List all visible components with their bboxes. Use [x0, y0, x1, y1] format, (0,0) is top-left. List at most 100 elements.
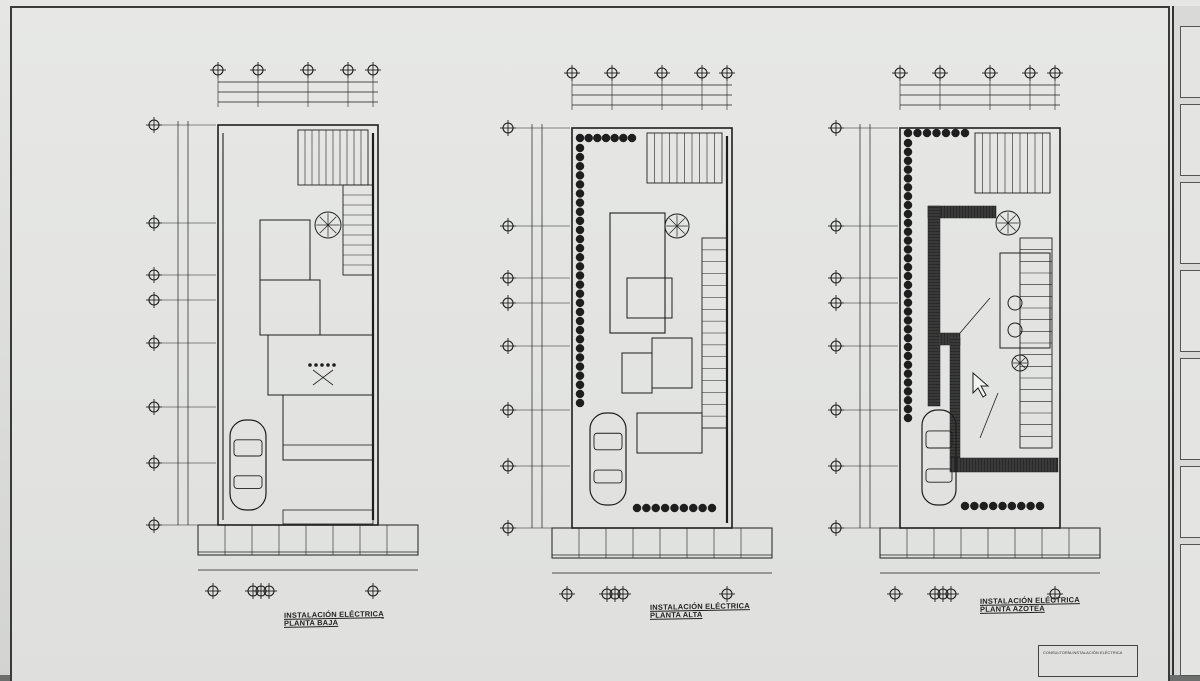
grid-axis-marker — [500, 338, 516, 354]
hedge-shrub — [651, 503, 660, 513]
sidewalk-strip — [551, 527, 773, 559]
car-windshield — [925, 430, 953, 449]
hedge-shrub — [913, 128, 922, 138]
hedge-shrub — [903, 156, 913, 165]
title-block: CONSULTORÍA INSTALACIÓN ELÉCTRICA — [1038, 645, 1138, 677]
hedge-shrub — [960, 128, 970, 138]
hedge-shrub — [575, 180, 585, 189]
hedge-shrub — [575, 316, 585, 326]
hedge-shrub — [903, 378, 913, 387]
light-fixture-icon — [308, 363, 312, 367]
hedge-shrub — [903, 218, 913, 228]
grid-axis-marker — [943, 586, 959, 602]
hedge-planting — [903, 128, 970, 138]
panel-cell[interactable] — [1180, 358, 1200, 460]
hedge-shrub — [903, 342, 913, 352]
hedge-shrub — [903, 351, 913, 361]
water-tank-area — [999, 252, 1051, 349]
hedge-shrub — [1017, 501, 1026, 511]
hedge-shrub — [903, 262, 913, 272]
hedge-shrub — [670, 503, 679, 513]
hedge-shrub — [903, 289, 913, 299]
grid-axis-marker — [365, 583, 381, 599]
room-outline — [259, 219, 311, 281]
mouse-pointer-icon — [972, 371, 990, 398]
tree-canopy — [664, 213, 690, 239]
hedge-shrub — [941, 128, 951, 138]
car-rear-window — [593, 469, 623, 484]
hedge-shrub — [903, 280, 913, 290]
hedge-shrub — [575, 371, 585, 380]
hedge-shrub — [998, 501, 1007, 511]
grid-axis-marker — [559, 586, 575, 602]
panel-cell[interactable] — [1180, 466, 1200, 538]
hedge-shrub — [903, 298, 913, 307]
hedge-shrub — [903, 413, 913, 423]
hedge-shrub — [575, 298, 585, 308]
hedge-shrub — [575, 143, 585, 153]
hatched-parapet — [927, 205, 941, 407]
grid-axis-marker — [604, 65, 620, 81]
hedge-shrub — [903, 245, 913, 254]
hedge-shrub — [575, 216, 585, 226]
hedge-shrub — [903, 191, 913, 201]
room-outline — [636, 412, 703, 454]
hedge-shrub — [575, 280, 585, 289]
grid-axis-marker — [828, 270, 844, 286]
grid-axis-marker — [828, 520, 844, 536]
grid-axis-marker — [828, 338, 844, 354]
panel-cell[interactable] — [1180, 182, 1200, 264]
hedge-shrub — [903, 183, 913, 192]
hedge-shrub — [903, 138, 913, 148]
hedge-shrub — [903, 254, 913, 263]
tree-canopy — [995, 210, 1021, 236]
panel-cell[interactable] — [1180, 544, 1200, 676]
grid-axis-marker — [261, 583, 277, 599]
stair-run — [701, 237, 728, 429]
hedge-shrub — [903, 209, 913, 219]
stair-run — [974, 132, 1051, 194]
car-body — [229, 419, 267, 511]
hedge-shrub — [903, 333, 913, 343]
car-body — [921, 409, 957, 506]
grid-axis-marker — [932, 65, 948, 81]
water-tank-icon — [1007, 295, 1023, 311]
tree-branch — [1019, 362, 1026, 369]
grid-axis-marker — [146, 399, 162, 415]
grid-axis-marker — [146, 117, 162, 133]
floor-plan-planta-alta — [500, 65, 773, 602]
panel-cell[interactable] — [1180, 270, 1200, 352]
hedge-shrub — [610, 133, 619, 143]
entrance-step — [282, 509, 374, 525]
light-fixture-icon — [332, 363, 336, 367]
car-rear-window — [925, 468, 953, 483]
grid-axis-marker — [828, 120, 844, 136]
hedge-shrub — [575, 389, 585, 399]
grid-axis-marker — [615, 586, 631, 602]
car-icon — [589, 412, 627, 506]
car-body — [589, 412, 627, 506]
hatched-parapet — [927, 205, 997, 219]
hedge-planting — [960, 501, 1045, 511]
grid-axis-marker — [1047, 65, 1063, 81]
hedge-shrub — [575, 225, 585, 235]
building-outline — [571, 127, 733, 529]
right-tool-panel[interactable] — [1172, 6, 1200, 676]
grid-axis-marker — [719, 65, 735, 81]
grid-axis-marker — [500, 218, 516, 234]
stair-run — [342, 184, 374, 276]
panel-cell[interactable] — [1180, 104, 1200, 176]
hedge-shrub — [988, 501, 998, 511]
panel-cell[interactable] — [1180, 26, 1200, 98]
light-fixture-icon — [314, 363, 318, 367]
hedge-shrub — [575, 171, 585, 180]
hedge-shrub — [642, 503, 651, 513]
grid-axis-marker — [500, 520, 516, 536]
hedge-shrub — [903, 200, 913, 210]
hedge-shrub — [632, 503, 642, 513]
hedge-shrub — [903, 165, 913, 174]
hedge-shrub — [979, 501, 988, 511]
hedge-shrub — [903, 387, 913, 396]
hedge-shrub — [575, 325, 585, 335]
